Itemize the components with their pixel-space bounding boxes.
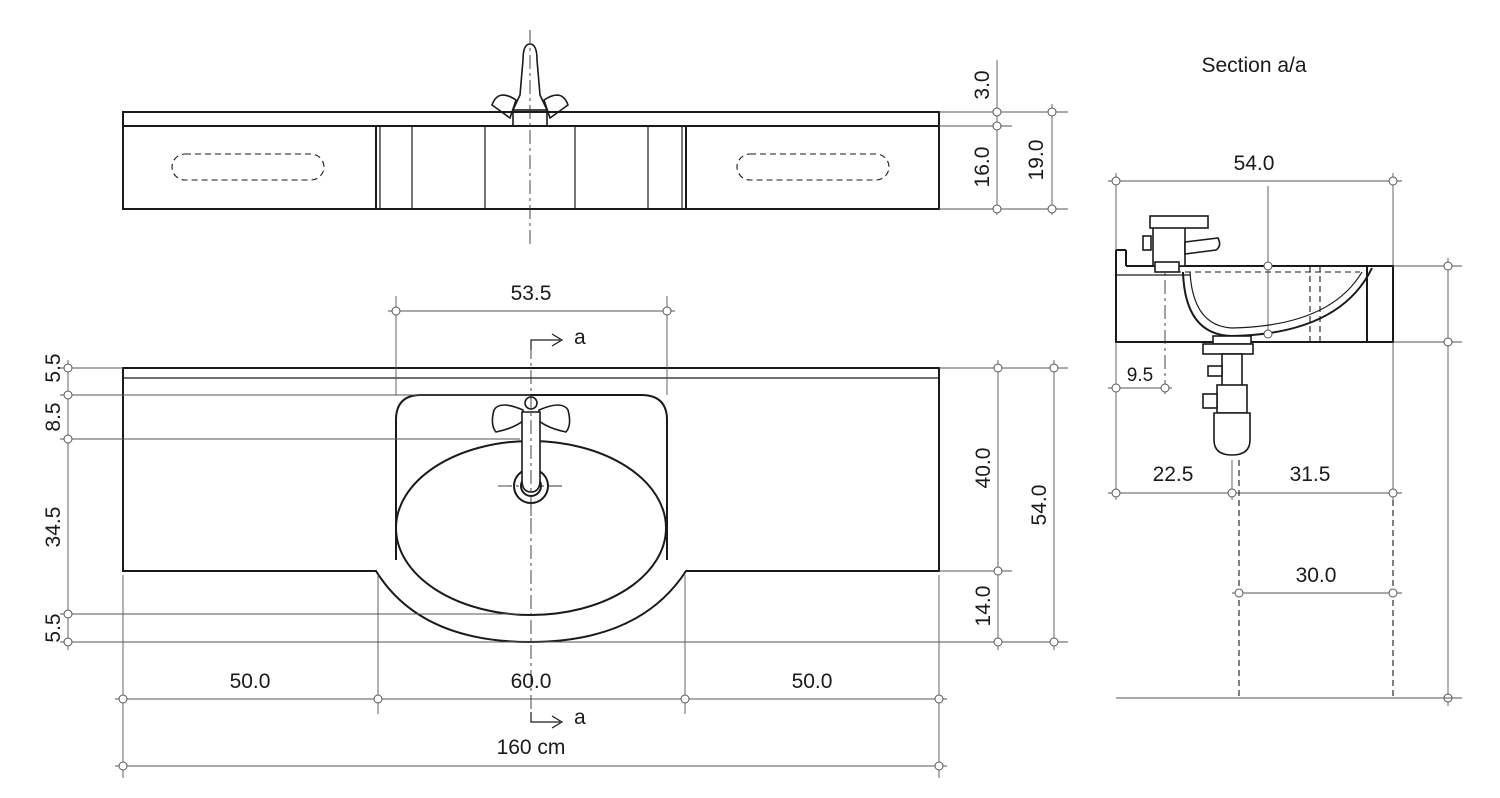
dim-basin-width: 53.5 bbox=[511, 282, 552, 305]
dim-section-front: 22.5 bbox=[1153, 463, 1194, 486]
section-marker-bottom: a bbox=[574, 706, 586, 729]
dim-top-tap-height: 3.0 bbox=[971, 70, 994, 99]
section-view: Section a/a 54.0 bbox=[1108, 54, 1462, 706]
dim-width-right: 50.0 bbox=[792, 670, 833, 693]
dim-section-wall-gap: 9.5 bbox=[1127, 365, 1153, 386]
dim-depth-counter: 40.0 bbox=[972, 448, 995, 489]
front-elevation: 3.0 16.0 19.0 bbox=[122, 30, 1068, 245]
dim-top-total-height: 19.0 bbox=[1025, 140, 1048, 181]
section-title: Section a/a bbox=[1201, 54, 1306, 77]
plan-view: a a 53.5 5.5 8.5 34.5 5.5 bbox=[42, 282, 1068, 778]
dim-top-front-height: 16.0 bbox=[971, 147, 994, 188]
dim-depth-total: 54.0 bbox=[1028, 485, 1051, 526]
section-marker-top: a bbox=[574, 326, 586, 349]
dim-depth-tap-offset: 8.5 bbox=[42, 402, 65, 431]
dim-depth-bulge: 14.0 bbox=[972, 586, 995, 627]
right-drawer-handle bbox=[736, 153, 890, 181]
dim-depth-front-edge: 5.5 bbox=[42, 613, 65, 642]
dim-section-back: 31.5 bbox=[1290, 463, 1331, 486]
left-drawer-handle bbox=[171, 153, 325, 181]
dim-section-depth: 54.0 bbox=[1234, 152, 1275, 175]
section-tap-icon bbox=[1142, 215, 1221, 273]
dim-depth-bowl: 34.5 bbox=[42, 507, 65, 548]
dim-width-center: 60.0 bbox=[511, 670, 552, 693]
waste-trap-icon bbox=[1202, 335, 1254, 456]
dim-section-trap-width: 30.0 bbox=[1296, 564, 1337, 587]
dim-width-total: 160 cm bbox=[497, 736, 566, 759]
front-cabinet bbox=[122, 125, 940, 210]
dim-depth-back-edge: 5.5 bbox=[42, 353, 65, 382]
dim-width-left: 50.0 bbox=[230, 670, 271, 693]
section-bowl bbox=[1182, 267, 1373, 338]
